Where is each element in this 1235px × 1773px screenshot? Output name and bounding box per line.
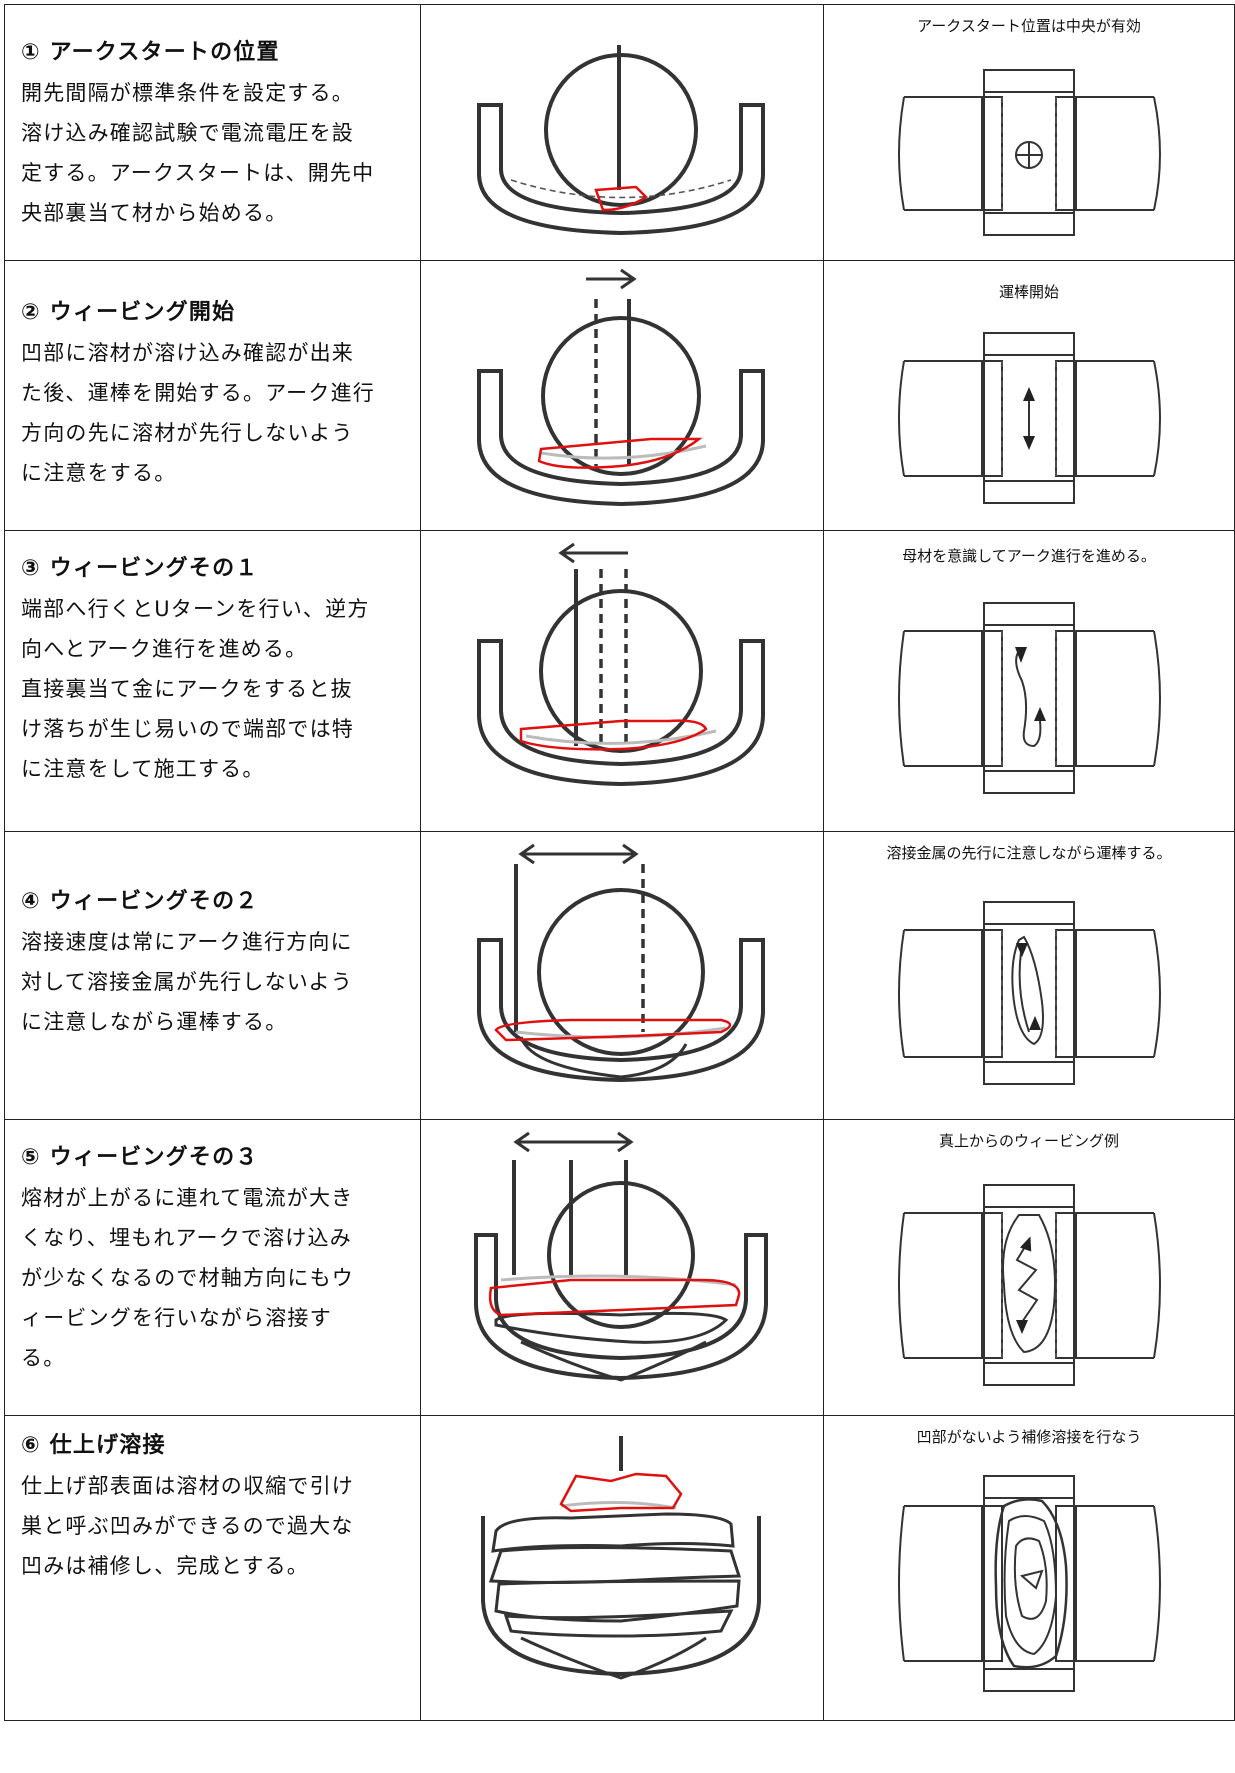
- plan-view-figure: 真上からのウィービング例: [823, 1119, 1235, 1416]
- plan-view-diagram: [898, 901, 1161, 1085]
- weld-bead-highlight: [594, 185, 648, 212]
- figure-caption: 溶接金属の先行に注意しながら運棒する。: [886, 844, 1172, 862]
- step-description: 仕上げ部表面は溶材の収縮で引け 巣と呼ぶ凹みができるので過大な 凹みは補修し、完…: [21, 1474, 354, 1578]
- step-description: 熔材が上がるに連れて電流が大き くなり、埋もれアークで溶け込み が少なくなるので…: [21, 1186, 354, 1370]
- plan-view-figure: 運棒開始: [823, 260, 1235, 531]
- step-row-4: ④ ウィービングその２ 溶接速度は常にアーク進行方向に 対して溶接金属が先行しな…: [4, 831, 1235, 1120]
- step-description: 開先間隔が標準条件を設定する。 溶け込み確認試験で電流電圧を設 定する。アークス…: [21, 81, 375, 225]
- plan-view-figure: アークスタート位置は中央が有効: [823, 4, 1235, 261]
- step-row-2: ② ウィービング開始 凹部に溶材が溶け込み確認が出来 た後、運棒を開始する。アー…: [4, 260, 1235, 531]
- weld-bead-highlight: [519, 719, 708, 751]
- weld-bead-highlight: [537, 437, 703, 469]
- crosshair-icon: [1015, 141, 1043, 169]
- u-turn-path-icon: [1015, 647, 1046, 748]
- cross-section-diagram: [477, 542, 765, 787]
- plan-view-diagram: [898, 332, 1161, 504]
- cross-section-figure: [420, 831, 824, 1120]
- weld-bead-highlight: [488, 1278, 741, 1317]
- cross-section-diagram: [477, 268, 765, 507]
- step-text-cell: ① アークスタートの位置 開先間隔が標準条件を設定する。 溶け込み確認試験で電流…: [4, 4, 421, 261]
- step-text-cell: ⑤ ウィービングその３ 熔材が上がるに連れて電流が大き くなり、埋もれアークで溶…: [4, 1119, 421, 1416]
- step-title: ④ ウィービングその２: [21, 889, 259, 914]
- finish-weld-contour-icon: [994, 1498, 1068, 1669]
- weave-path-icon: [1011, 935, 1044, 1046]
- cross-section-figure: [420, 260, 824, 531]
- cross-section-figure: [420, 1415, 824, 1721]
- step-title: ① アークスタートの位置: [21, 40, 280, 65]
- cross-section-diagram: [481, 1436, 761, 1680]
- plan-view-diagram: [898, 1475, 1161, 1692]
- arrow-left-icon: [558, 542, 628, 564]
- plan-view-diagram: [898, 1184, 1161, 1386]
- cross-section-figure: [420, 530, 824, 832]
- plan-view-figure: 溶接金属の先行に注意しながら運棒する。: [823, 831, 1235, 1120]
- cross-section-diagram: [477, 843, 765, 1083]
- step-description: 溶接速度は常にアーク進行方向に 対して溶接金属が先行しないよう に注意しながら運…: [21, 930, 353, 1034]
- cross-section-diagram: [477, 45, 765, 236]
- weld-bead-highlight: [494, 1018, 732, 1042]
- plan-view-diagram: [898, 602, 1161, 794]
- step-description: 凹部に溶材が溶け込み確認が出来 た後、運棒を開始する。アーク進行 方向の先に溶材…: [21, 341, 375, 485]
- step-title: ③ ウィービングその１: [21, 556, 259, 581]
- step-text-cell: ② ウィービング開始 凹部に溶材が溶け込み確認が出来 た後、運棒を開始する。アー…: [4, 260, 421, 531]
- step-description: 端部へ行くとUターンを行い、逆方 向へとアーク進行を進める。 直接裏当て金にアー…: [21, 597, 370, 781]
- plan-view-diagram: [898, 69, 1161, 236]
- zigzag-weave-icon: [1002, 1214, 1056, 1354]
- double-arrow-icon: [518, 843, 639, 865]
- plan-view-figure: 母材を意識してアーク進行を進める。: [823, 530, 1235, 832]
- figure-caption: 真上からのウィービング例: [938, 1132, 1119, 1150]
- cross-section-figure: [420, 1119, 824, 1416]
- step-title: ⑤ ウィービングその３: [21, 1145, 259, 1170]
- figure-caption: 凹部がないよう補修溶接を行なう: [916, 1428, 1142, 1446]
- plan-view-figure: 凹部がないよう補修溶接を行なう: [823, 1415, 1235, 1721]
- up-down-arrow-icon: [1023, 387, 1035, 450]
- step-text-cell: ⑥ 仕上げ溶接 仕上げ部表面は溶材の収縮で引け 巣と呼ぶ凹みができるので過大な …: [4, 1415, 421, 1721]
- figure-caption: 運棒開始: [998, 283, 1059, 301]
- step-row-6: ⑥ 仕上げ溶接 仕上げ部表面は溶材の収縮で引け 巣と呼ぶ凹みができるので過大な …: [4, 1415, 1235, 1721]
- cross-section-diagram: [474, 1131, 768, 1382]
- step-title: ⑥ 仕上げ溶接: [21, 1433, 166, 1458]
- weld-bead-highlight: [559, 1472, 683, 1513]
- figure-caption: 母材を意識してアーク進行を進める。: [902, 547, 1156, 565]
- step-row-5: ⑤ ウィービングその３ 熔材が上がるに連れて電流が大き くなり、埋もれアークで溶…: [4, 1119, 1235, 1416]
- step-title: ② ウィービング開始: [21, 300, 236, 325]
- step-text-cell: ③ ウィービングその１ 端部へ行くとUターンを行い、逆方 向へとアーク進行を進め…: [4, 530, 421, 832]
- cross-section-figure: [420, 4, 824, 261]
- figure-caption: アークスタート位置は中央が有効: [917, 17, 1141, 35]
- procedure-table: ① アークスタートの位置 開先間隔が標準条件を設定する。 溶け込み確認試験で電流…: [4, 4, 1235, 1721]
- step-text-cell: ④ ウィービングその２ 溶接速度は常にアーク進行方向に 対して溶接金属が先行しな…: [4, 831, 421, 1120]
- double-arrow-icon: [513, 1131, 634, 1153]
- step-row-3: ③ ウィービングその１ 端部へ行くとUターンを行い、逆方 向へとアーク進行を進め…: [4, 530, 1235, 832]
- arrow-right-icon: [586, 268, 637, 290]
- step-row-1: ① アークスタートの位置 開先間隔が標準条件を設定する。 溶け込み確認試験で電流…: [4, 4, 1235, 261]
